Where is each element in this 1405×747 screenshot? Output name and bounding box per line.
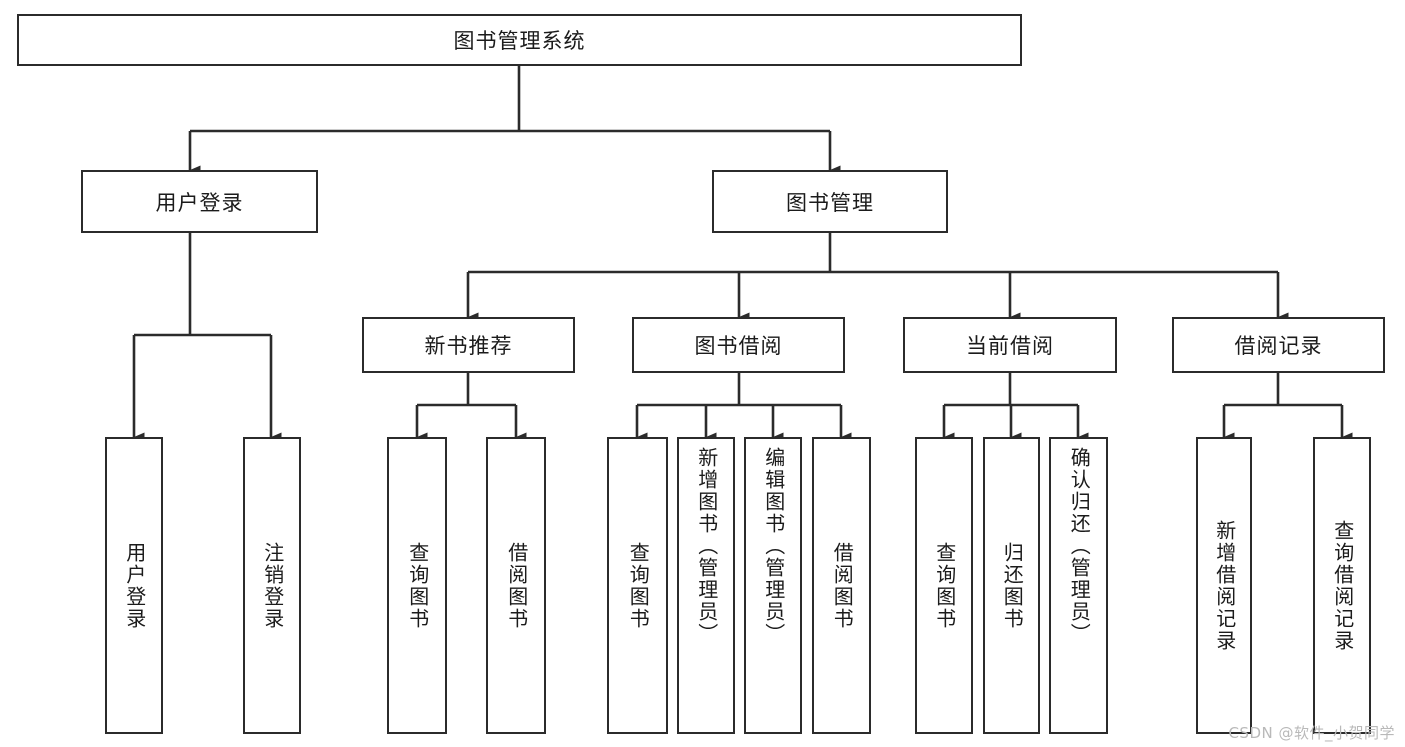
node-user-login[interactable]: 用户登录 xyxy=(81,170,318,233)
node-new-book-recommend[interactable]: 新书推荐 xyxy=(362,317,575,373)
leaf-new-book-query-book[interactable]: 查询图书 xyxy=(387,437,447,734)
leaf-borrow-record-query-record[interactable]: 查询借阅记录 xyxy=(1313,437,1371,734)
leaf-book-borrow-query-book[interactable]: 查询图书 xyxy=(607,437,668,734)
leaf-user-login-login[interactable]: 用户登录 xyxy=(105,437,163,734)
node-borrow-record[interactable]: 借阅记录 xyxy=(1172,317,1385,373)
leaf-book-borrow-edit-book-admin[interactable]: 编辑图书（管理员） xyxy=(744,437,802,734)
leaf-borrow-record-add-record[interactable]: 新增借阅记录 xyxy=(1196,437,1252,734)
leaf-current-borrow-return-book[interactable]: 归还图书 xyxy=(983,437,1040,734)
leaf-new-book-borrow-book[interactable]: 借阅图书 xyxy=(486,437,546,734)
node-book-management[interactable]: 图书管理 xyxy=(712,170,948,233)
leaf-current-borrow-query-book[interactable]: 查询图书 xyxy=(915,437,973,734)
node-root-book-management-system[interactable]: 图书管理系统 xyxy=(17,14,1022,66)
leaf-book-borrow-borrow-book[interactable]: 借阅图书 xyxy=(812,437,871,734)
csdn-watermark: CSDN @软件_小贺同学 xyxy=(1228,724,1395,742)
node-current-borrow[interactable]: 当前借阅 xyxy=(903,317,1117,373)
leaf-book-borrow-add-book-admin[interactable]: 新增图书（管理员） xyxy=(677,437,735,734)
leaf-user-login-logout[interactable]: 注销登录 xyxy=(243,437,301,734)
leaf-current-borrow-confirm-return-admin[interactable]: 确认归还（管理员） xyxy=(1049,437,1108,734)
node-book-borrow[interactable]: 图书借阅 xyxy=(632,317,845,373)
